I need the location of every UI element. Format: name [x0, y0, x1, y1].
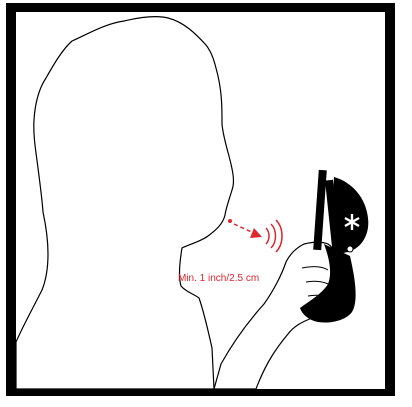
sound-waves-icon	[266, 220, 282, 252]
device-rod	[313, 170, 327, 250]
illustration-svg: Min. 1 inch/2.5 cm	[16, 12, 385, 389]
person-silhouette	[16, 17, 233, 389]
illustration-frame: Min. 1 inch/2.5 cm	[6, 3, 395, 396]
dashed-arrow-icon	[228, 219, 262, 238]
distance-label: Min. 1 inch/2.5 cm	[178, 273, 259, 284]
device-indicator	[347, 246, 353, 252]
